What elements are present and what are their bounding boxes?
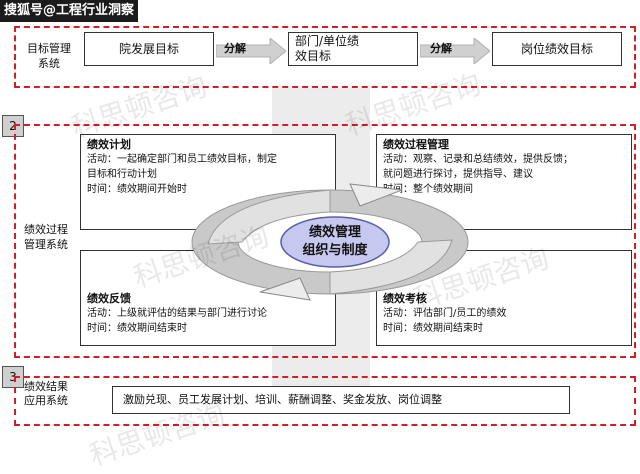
feedback-title: 绩效反馈 (87, 292, 131, 305)
process-title: 绩效过程管理 (383, 138, 449, 151)
goal-box-department-text: 部门/单位绩效目标 (295, 34, 360, 63)
appraisal-title: 绩效考核 (383, 292, 427, 305)
goal-box-institute: 院发展目标 (84, 32, 214, 66)
appraisal-line2: 时间：绩效期间结束时 (383, 323, 483, 334)
decompose-label-1: 分解 (224, 40, 246, 56)
section-1-label: 目标管理系统 (22, 36, 76, 76)
section-2-label-text: 绩效过程管理系统 (24, 223, 68, 251)
decompose-label-2: 分解 (430, 40, 452, 56)
process-line2: 就问题进行探讨，提供指导、建议 (383, 169, 533, 180)
process-line3: 时间：整个绩效期间 (383, 184, 473, 195)
process-line1: 活动：观察、记录和总结绩效，提供反馈； (383, 154, 573, 165)
cycle-arrowhead-top (349, 183, 403, 207)
source-header: 搜狐号@工程行业洞察 (0, 0, 139, 22)
section-3-frame (14, 376, 636, 426)
source-label: 搜狐号@工程行业洞察 (4, 3, 135, 18)
appraisal-line1: 活动：评估部门/员工的绩效 (383, 308, 507, 319)
plan-line1: 活动：一起确定部门和员工绩效目标，制定 (87, 154, 277, 165)
section-2-label: 绩效过程管理系统 (24, 222, 74, 252)
section-3-label: 绩效结果应用系统 (24, 380, 76, 408)
section-2-number-text: 2 (9, 119, 17, 133)
cycle-segment-left (207, 189, 331, 245)
center-label-line1: 绩效管理 (308, 225, 361, 240)
decompose-arrow-2 (420, 38, 490, 64)
plan-line3: 时间：绩效期间开始时 (87, 184, 187, 195)
center-ellipse (280, 216, 390, 268)
section-3-number: 3 (2, 366, 24, 388)
section-1-label-text: 目标管理系统 (27, 42, 71, 70)
center-label-line2: 组织与制度 (302, 243, 368, 258)
goal-box-position: 岗位绩效目标 (492, 32, 622, 66)
section-3-number-text: 3 (9, 370, 17, 384)
section-1-frame (14, 26, 636, 88)
plan-line2: 目标和行动计划 (87, 169, 157, 180)
goal-box-department: 部门/单位绩效目标 (288, 32, 418, 66)
feedback-line1: 活动：上级就评估的结果与部门进行讨论 (87, 308, 267, 319)
section-3-label-text: 绩效结果应用系统 (24, 380, 68, 407)
section-2-number: 2 (2, 115, 24, 137)
plan-title: 绩效计划 (87, 138, 131, 151)
cycle-segment-right (329, 239, 453, 295)
goal-box-institute-text: 院发展目标 (118, 41, 179, 56)
decompose-label-1-text: 分解 (224, 42, 246, 55)
decompose-label-2-text: 分解 (430, 42, 452, 55)
goal-box-position-text: 岗位绩效目标 (520, 41, 593, 56)
cycle-arrowhead-bottom (259, 277, 311, 301)
results-text: 激励兑现、员工发展计划、培训、薪酬调整、奖金发放、岗位调整 (123, 393, 442, 406)
section-2-frame (14, 124, 636, 358)
decompose-arrow-1 (216, 38, 286, 64)
process-box: 绩效过程管理 活动：观察、记录和总结绩效，提供反馈； 就问题进行探讨，提供指导、… (376, 134, 632, 230)
center-label: 绩效管理 组织与制度 (278, 220, 392, 264)
feedback-line2: 时间：绩效期间结束时 (87, 323, 187, 334)
results-box: 激励兑现、员工发展计划、培训、薪酬调整、奖金发放、岗位调整 (112, 386, 570, 414)
